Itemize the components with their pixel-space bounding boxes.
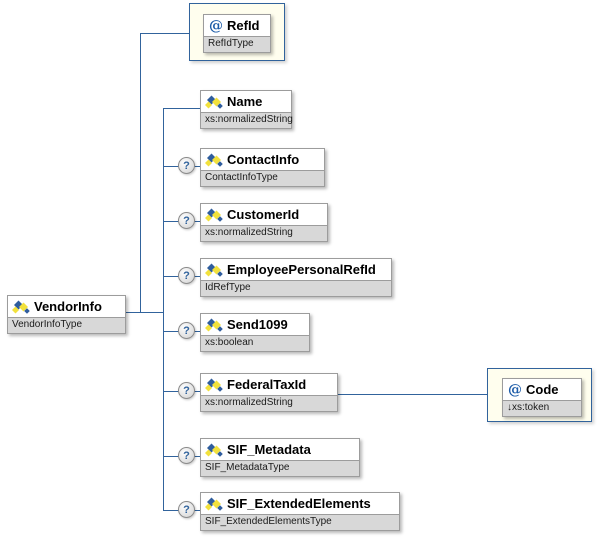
schema-node-code[interactable]: @ Code ↓xs:token (502, 378, 582, 417)
optional-icon: ? (178, 212, 195, 229)
node-label-row: @ Code (503, 379, 581, 400)
node-type: RefIdType (204, 36, 270, 52)
node-label: Send1099 (227, 317, 288, 332)
node-type: xs:normalizedString (201, 395, 337, 411)
connector-root-stub (126, 312, 163, 313)
node-label-row: ContactInfo (201, 149, 324, 170)
schema-node-customerid[interactable]: CustomerId xs:normalizedString (200, 203, 328, 242)
schema-node-contactinfo[interactable]: ContactInfo ContactInfoType (200, 148, 325, 187)
node-label-row: VendorInfo (8, 296, 125, 317)
node-label-row: CustomerId (201, 204, 327, 225)
node-type: IdRefType (201, 280, 391, 296)
node-type: SIF_ExtendedElementsType (201, 514, 399, 530)
node-type: ↓xs:token (503, 400, 581, 416)
attribute-frame-refid: @ RefId RefIdType (189, 3, 285, 61)
node-type: xs:normalizedString (201, 112, 293, 128)
node-label: SIF_Metadata (227, 442, 311, 457)
optional-icon: ? (178, 267, 195, 284)
node-label: SIF_ExtendedElements (227, 496, 371, 511)
element-icon (204, 208, 223, 222)
attribute-at-icon: @ (209, 17, 223, 34)
node-label: EmployeePersonalRefId (227, 262, 376, 277)
element-icon (204, 497, 223, 511)
schema-node-name[interactable]: Name xs:normalizedString (200, 90, 293, 129)
schema-node-vendorinfo[interactable]: VendorInfo VendorInfoType (7, 295, 126, 334)
node-label: Code (526, 382, 559, 397)
node-label: ContactInfo (227, 152, 300, 167)
schema-node-send1099[interactable]: Send1099 xs:boolean (200, 313, 310, 352)
schema-node-employeepersonalrefid[interactable]: EmployeePersonalRefId IdRefType (200, 258, 392, 297)
attribute-frame-code: @ Code ↓xs:token (487, 368, 592, 422)
node-type: ContactInfoType (201, 170, 324, 186)
element-icon (204, 318, 223, 332)
node-label-row: SIF_Metadata (201, 439, 359, 460)
node-label: VendorInfo (34, 299, 102, 314)
optional-icon: ? (178, 501, 195, 518)
optional-icon: ? (178, 447, 195, 464)
node-label-row: FederalTaxId (201, 374, 337, 395)
schema-node-sif-metadata[interactable]: SIF_Metadata SIF_MetadataType (200, 438, 360, 477)
element-icon (204, 443, 223, 457)
schema-node-refid[interactable]: @ RefId RefIdType (203, 14, 271, 53)
optional-icon: ? (178, 322, 195, 339)
connector-name-branch (163, 108, 200, 109)
optional-icon: ? (178, 382, 195, 399)
element-icon (204, 95, 223, 109)
node-label: RefId (227, 18, 260, 33)
connector-refid-branch (140, 33, 189, 34)
connector-code-branch (338, 394, 487, 395)
node-label: CustomerId (227, 207, 300, 222)
node-label-row: SIF_ExtendedElements (201, 493, 399, 514)
element-icon (11, 300, 30, 314)
node-label-row: Send1099 (201, 314, 309, 335)
node-label: Name (227, 94, 263, 109)
node-label: FederalTaxId (227, 377, 307, 392)
connector-attribute-trunk (140, 33, 141, 312)
node-label-row: EmployeePersonalRefId (201, 259, 391, 280)
connector-children-trunk (163, 108, 164, 510)
element-icon (204, 263, 223, 277)
attribute-at-icon: @ (508, 381, 522, 398)
element-icon (204, 378, 223, 392)
node-type: xs:normalizedString (201, 225, 327, 241)
node-label-row: @ RefId (204, 15, 270, 36)
schema-node-federaltaxid[interactable]: FederalTaxId xs:normalizedString (200, 373, 338, 412)
optional-icon: ? (178, 157, 195, 174)
node-label-row: Name (201, 91, 291, 112)
node-type: VendorInfoType (8, 317, 125, 333)
element-icon (204, 153, 223, 167)
node-type: SIF_MetadataType (201, 460, 359, 476)
schema-node-sif-extendedelements[interactable]: SIF_ExtendedElements SIF_ExtendedElement… (200, 492, 400, 531)
node-type: xs:boolean (201, 335, 309, 351)
